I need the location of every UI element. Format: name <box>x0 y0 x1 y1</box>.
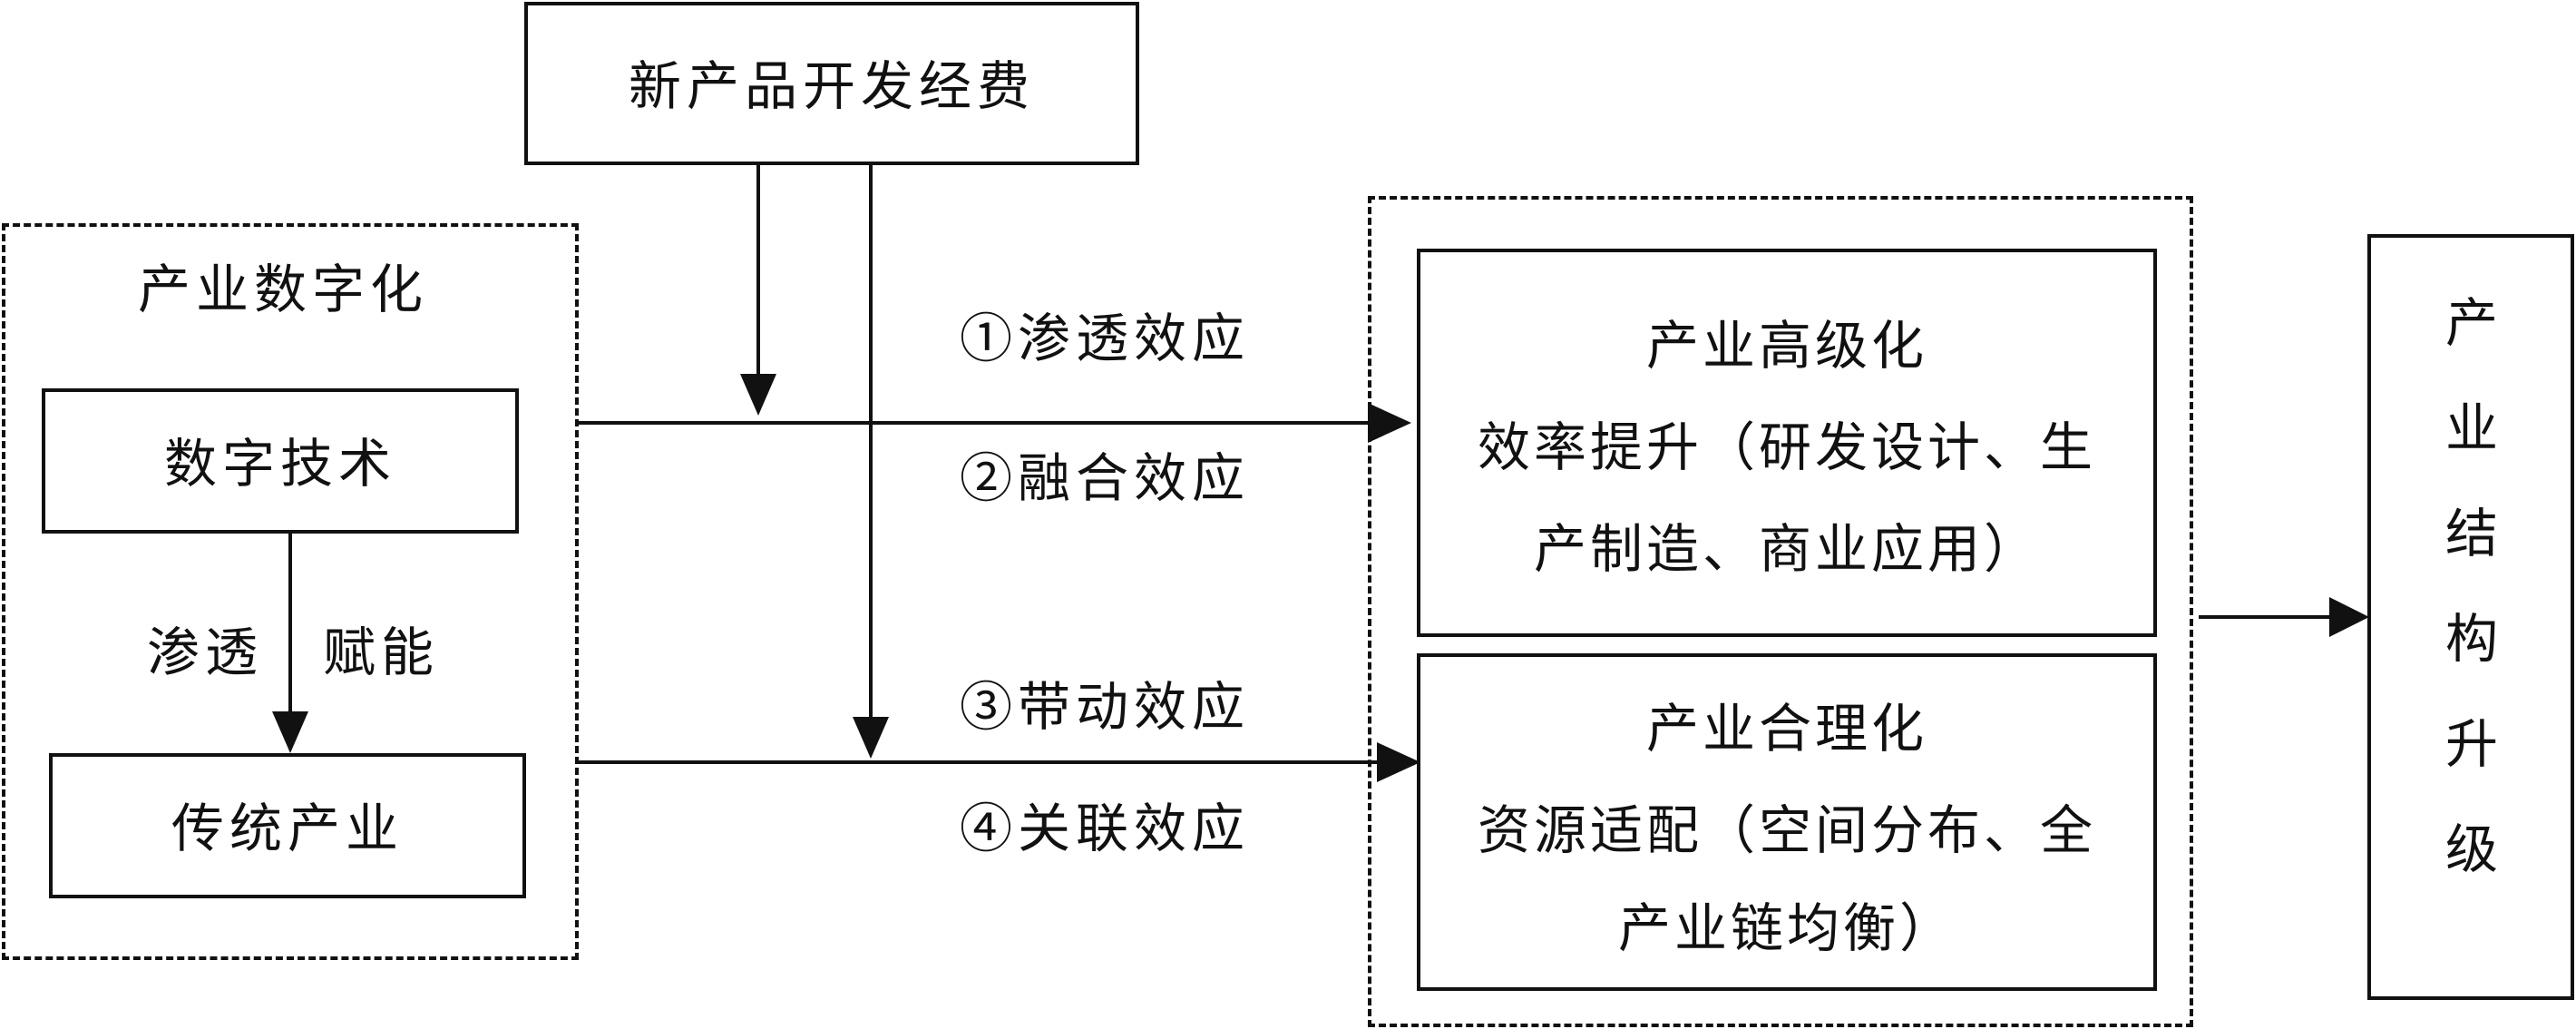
effect-linkage: ④关联效应 <box>960 798 1251 859</box>
rational-line1: 资源适配（空间分布、全 <box>1477 799 2096 861</box>
traditional-industry-box: 传统产业 <box>49 753 526 898</box>
outcome-char: 业 <box>2444 397 2498 459</box>
upgrading-paths-group <box>1368 196 2193 1027</box>
digital-tech-box: 数字技术 <box>42 388 519 534</box>
digitalization-title: 产业数字化 <box>138 259 429 320</box>
structure-upgrade-box: 产 业 结 构 升 级 <box>2367 234 2574 1000</box>
arrow-upper-main <box>579 403 1411 443</box>
advanced-industry-box: 产业高级化 效率提升（研发设计、生 产制造、商业应用） <box>1417 249 2157 637</box>
edge-label-empower: 赋能 <box>323 622 440 683</box>
arrow-funding-upper <box>740 160 776 416</box>
effect-integration: ②融合效应 <box>960 447 1251 509</box>
outcome-char: 构 <box>2444 608 2498 670</box>
arrow-funding-lower <box>853 160 889 759</box>
rational-industry-box: 产业合理化 资源适配（空间分布、全 产业链均衡） <box>1417 653 2157 991</box>
rational-title: 产业合理化 <box>1645 698 1927 760</box>
funding-box: 新产品开发经费 <box>524 2 1139 165</box>
funding-label: 新产品开发经费 <box>628 55 1035 117</box>
arrow-tech-to-traditional <box>272 534 308 753</box>
digitalization-group <box>2 223 579 960</box>
arrow-to-outcome <box>2199 597 2369 637</box>
advanced-title: 产业高级化 <box>1645 315 1927 377</box>
advanced-line2: 产制造、商业应用） <box>1533 518 2040 580</box>
outcome-char: 产 <box>2444 292 2498 354</box>
advanced-line1: 效率提升（研发设计、生 <box>1477 416 2096 478</box>
digital-tech-label: 数字技术 <box>163 433 396 495</box>
effect-penetration: ①渗透效应 <box>960 308 1251 369</box>
arrow-lower-main <box>579 742 1420 782</box>
edge-label-penetrate: 渗透 <box>147 622 264 683</box>
rational-line2: 产业链均衡） <box>1617 897 1956 959</box>
outcome-char: 结 <box>2444 503 2498 564</box>
outcome-char: 升 <box>2444 713 2498 775</box>
outcome-char: 级 <box>2444 818 2498 880</box>
traditional-industry-label: 传统产业 <box>171 798 404 859</box>
effect-driving: ③带动效应 <box>960 676 1251 738</box>
